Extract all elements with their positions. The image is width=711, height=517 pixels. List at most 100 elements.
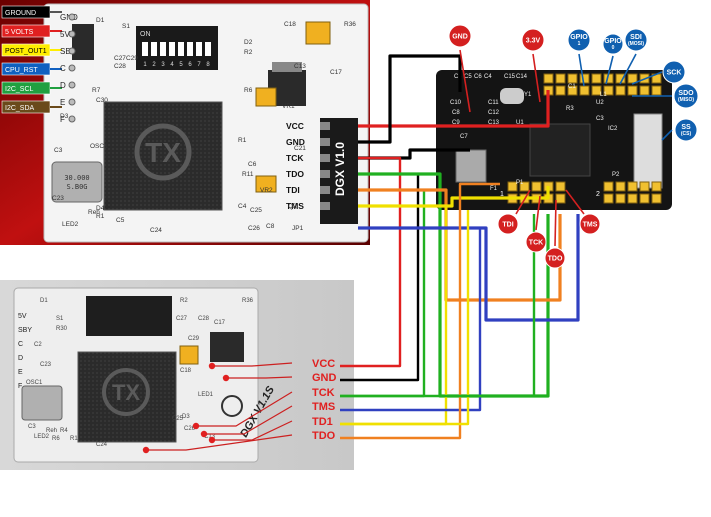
component-label: C4: [238, 203, 247, 210]
component-label: C28: [198, 316, 210, 322]
component-label: C4: [454, 74, 462, 80]
header-pin: [519, 181, 530, 192]
header-pin: [639, 193, 650, 204]
component-label: LED1: [198, 392, 214, 398]
component-label: C12: [488, 110, 500, 116]
component-label: C1: [568, 84, 576, 90]
header-pin: [651, 181, 662, 192]
callout-pointer: [631, 71, 663, 85]
component-label: R4: [60, 428, 68, 434]
edge-label: CPU_RST: [5, 67, 38, 74]
component-label: C13: [488, 120, 500, 126]
wire-vcc-bottom: [340, 156, 402, 368]
callout-pointer: [578, 53, 585, 87]
component-label: S1: [122, 23, 130, 30]
callout-pointer: [619, 53, 637, 85]
header-pin: [591, 73, 602, 84]
jtag-pin: [320, 122, 330, 130]
component-label: C28: [114, 63, 126, 70]
top-main-chip: [103, 101, 223, 211]
component-label: D4: [96, 205, 105, 212]
jtag-label: TDO: [286, 169, 304, 179]
dip-switch-number: 2: [152, 62, 156, 68]
component-label: C21: [294, 145, 306, 152]
wire-gnd-alt: [340, 175, 433, 387]
callout-text: SDO: [678, 90, 694, 97]
component-label: C17: [214, 320, 226, 326]
edge-label: 5 VOLTS: [5, 29, 34, 36]
header-number: 2: [596, 191, 600, 198]
callout-badge: [673, 83, 699, 109]
bottom-oscillator: [21, 385, 63, 421]
dip-switch-number: 5: [179, 62, 183, 68]
header-pin: [603, 85, 614, 96]
component-label: U2: [596, 100, 604, 106]
component-label: R1: [70, 436, 78, 442]
callout-text: TDI: [502, 222, 513, 229]
callout-pointer: [605, 55, 614, 85]
pin-leader: [196, 391, 293, 427]
pin-dot: [222, 374, 230, 382]
callout-text: TMS: [583, 222, 598, 229]
component-label: P2: [612, 172, 620, 178]
component-label: R30: [56, 326, 68, 332]
programmer-flat-connector: [633, 113, 663, 189]
component-label: C9: [452, 120, 460, 126]
callout-text: GND: [452, 34, 468, 41]
wire-tdi: [358, 186, 550, 208]
component-label: C18: [180, 368, 192, 374]
component-label: JP1: [292, 225, 304, 232]
component-label: IC2: [608, 126, 618, 132]
edge-label: POST_OUT1: [5, 48, 47, 55]
pin-leader: [146, 434, 293, 451]
side-pad: [68, 115, 76, 123]
top-dip-switch: [136, 26, 218, 70]
bottom-chip-logo-ring: [102, 368, 150, 416]
callout-text: 1: [578, 41, 581, 47]
pin-dot: [208, 436, 216, 444]
bottom-chip-logo: TX: [112, 380, 140, 405]
component-label: Q2: [288, 203, 297, 210]
component-label: R36: [242, 298, 254, 304]
pin-label: TCK: [312, 387, 335, 399]
dip-switch-lever: [196, 42, 202, 56]
callout-badge: [448, 24, 472, 48]
pin-leader: [212, 420, 293, 441]
component-label: R36: [344, 21, 356, 28]
callout-text: TDO: [548, 256, 563, 263]
component-label: C24: [96, 442, 108, 448]
pin-dot: [142, 446, 150, 454]
component-label: C8: [266, 223, 275, 230]
component-label: C10: [450, 100, 462, 106]
edge-label: I2C_SCL: [5, 86, 34, 93]
pin-label: VCC: [312, 358, 335, 370]
component-label: C25: [250, 207, 262, 214]
bottom-dip-switch: [86, 296, 172, 336]
callout-text: TCK: [529, 240, 543, 247]
header-pin: [555, 85, 566, 96]
top-chip-logo: TX: [145, 137, 181, 168]
dip-switch-number: 4: [170, 62, 174, 68]
header-pin: [579, 73, 590, 84]
component-label: C25: [172, 416, 184, 422]
component-label: LED2: [62, 221, 79, 228]
component-label: C2: [34, 342, 42, 348]
side-pad-label: D: [18, 355, 23, 362]
component-label: R11: [242, 171, 254, 178]
dip-switch-lever: [142, 42, 148, 56]
callout-badge: [567, 28, 591, 52]
programmer-crystal: [500, 88, 524, 104]
dip-switch-lever: [178, 42, 184, 56]
component-label: D3: [60, 113, 69, 120]
component-label: C6: [474, 74, 482, 80]
pin-leader: [204, 405, 293, 435]
callout-badge: [525, 231, 547, 253]
top-diode: [72, 24, 94, 60]
component-label: Reh: [88, 209, 100, 216]
dip-switch-lever: [205, 42, 211, 56]
callout-badge: [674, 118, 698, 142]
pin-label: GND: [312, 372, 337, 384]
